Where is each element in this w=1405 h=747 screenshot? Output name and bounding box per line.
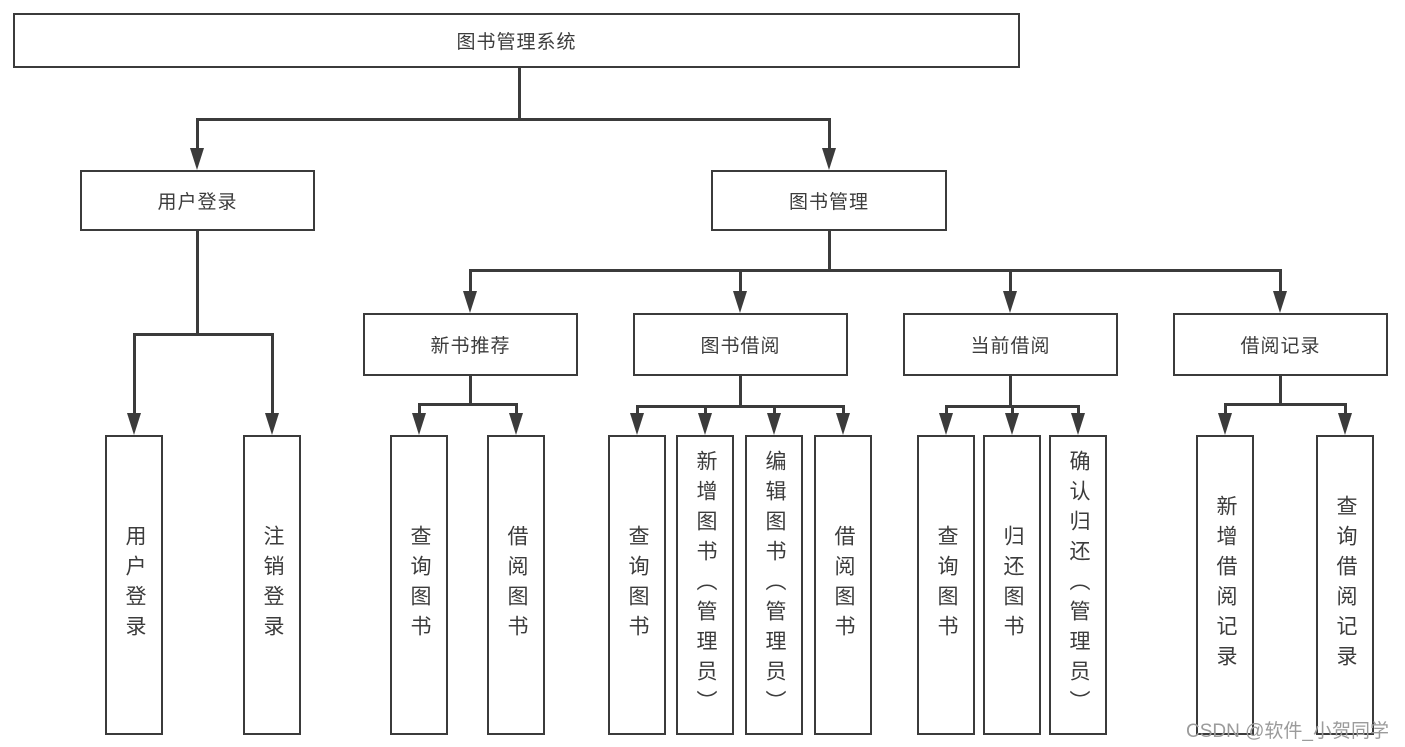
arrow-down-icon [821,148,836,170]
arrow-down-icon [264,413,279,435]
connector-drop [418,403,421,416]
arrow-down-icon [835,413,850,435]
node-new-book-recommend: 新书推荐 [363,313,578,376]
arrow-down-icon [411,413,426,435]
connector-drop [842,405,845,416]
node-label: 确认归还（管理员） [1067,450,1090,720]
connector-borrow-records-rail [1224,403,1346,406]
leaf-borrow-books: 借阅图书 [814,435,872,735]
connector-drop-book-borrow [739,269,742,293]
connector-user-login-rail [133,333,273,336]
connector-new-book-stem [469,376,472,405]
connector-drop [1077,405,1080,416]
connector-drop-leaf-logout [271,333,274,415]
connector-user-login-stem [196,231,199,335]
node-label: 查询图书 [935,525,958,645]
arrow-down-icon [126,413,141,435]
leaf-current-query-books: 查询图书 [917,435,975,735]
arrow-down-icon [1070,413,1085,435]
leaf-user-login: 用户登录 [105,435,163,735]
leaf-borrow-query-books: 查询图书 [608,435,666,735]
node-label: 查询图书 [626,525,649,645]
arrow-down-icon [1217,413,1232,435]
connector-borrow-records-stem [1279,376,1282,405]
arrow-down-icon [1272,291,1287,313]
connector-drop-leaf-login [133,333,136,415]
node-label: 归还图书 [1001,525,1024,645]
connector-drop-user-login [196,118,199,151]
node-label: 图书管理系统 [456,32,577,53]
arrow-down-icon [629,413,644,435]
node-current-borrow: 当前借阅 [903,313,1118,376]
connector-drop-current-borrow [1009,269,1012,293]
leaf-edit-books-admin: 编辑图书（管理员） [745,435,803,735]
csdn-watermark: CSDN @软件_小贺同学 [1186,721,1389,742]
arrow-down-icon [766,413,781,435]
connector-drop [1224,403,1227,416]
arrow-down-icon [938,413,953,435]
connector-book-borrow-stem [739,376,742,407]
node-label: 借阅图书 [505,525,528,645]
arrow-down-icon [732,291,747,313]
leaf-return-books: 归还图书 [983,435,1041,735]
node-user-login: 用户登录 [80,170,315,231]
connector-drop-book-management [828,118,831,151]
connector-book-borrow-rail [636,405,844,408]
node-label: 图书管理 [788,192,869,213]
node-label: 借阅记录 [1240,336,1321,357]
connector-drop [636,405,639,416]
node-label: 新书推荐 [430,336,511,357]
connector-root-rail [196,118,831,121]
connector-new-book-rail [418,403,517,406]
node-borrow-records: 借阅记录 [1173,313,1388,376]
node-label: 新增图书（管理员） [694,450,717,720]
leaf-confirm-return-admin: 确认归还（管理员） [1049,435,1107,735]
node-label: 查询图书 [408,525,431,645]
connector-drop [704,405,707,416]
node-label: 图书借阅 [700,336,781,357]
connector-book-management-stem [828,231,831,271]
node-label: 新增借阅记录 [1214,495,1237,675]
leaf-logout: 注销登录 [243,435,301,735]
connector-current-borrow-stem [1009,376,1012,407]
arrow-down-icon [1337,413,1352,435]
connector-drop [945,405,948,416]
node-book-management: 图书管理 [711,170,947,231]
leaf-add-borrow-record: 新增借阅记录 [1196,435,1254,735]
arrow-down-icon [1004,413,1019,435]
node-label: 用户登录 [123,525,146,645]
node-label: 编辑图书（管理员） [763,450,786,720]
node-label: 查询借阅记录 [1334,495,1357,675]
connector-drop [773,405,776,416]
connector-book-management-rail [469,269,1281,272]
connector-root-stem [518,68,521,120]
arrow-down-icon [462,291,477,313]
node-label: 用户登录 [157,192,238,213]
arrow-down-icon [697,413,712,435]
arrow-down-icon [508,413,523,435]
node-label: 注销登录 [261,525,284,645]
node-label: 借阅图书 [832,525,855,645]
connector-drop-new-book [469,269,472,293]
leaf-query-borrow-record: 查询借阅记录 [1316,435,1374,735]
leaf-newbook-query-books: 查询图书 [390,435,448,735]
leaf-newbook-borrow-books: 借阅图书 [487,435,545,735]
leaf-add-books-admin: 新增图书（管理员） [676,435,734,735]
arrow-down-icon [190,148,204,170]
node-label: 当前借阅 [970,336,1051,357]
node-book-borrow: 图书借阅 [633,313,848,376]
arrow-down-icon [1002,291,1017,313]
node-library-management-system: 图书管理系统 [13,13,1020,68]
connector-drop-borrow-records [1279,269,1282,293]
connector-drop [515,403,518,416]
connector-drop [1344,403,1347,416]
connector-drop [1011,405,1014,416]
